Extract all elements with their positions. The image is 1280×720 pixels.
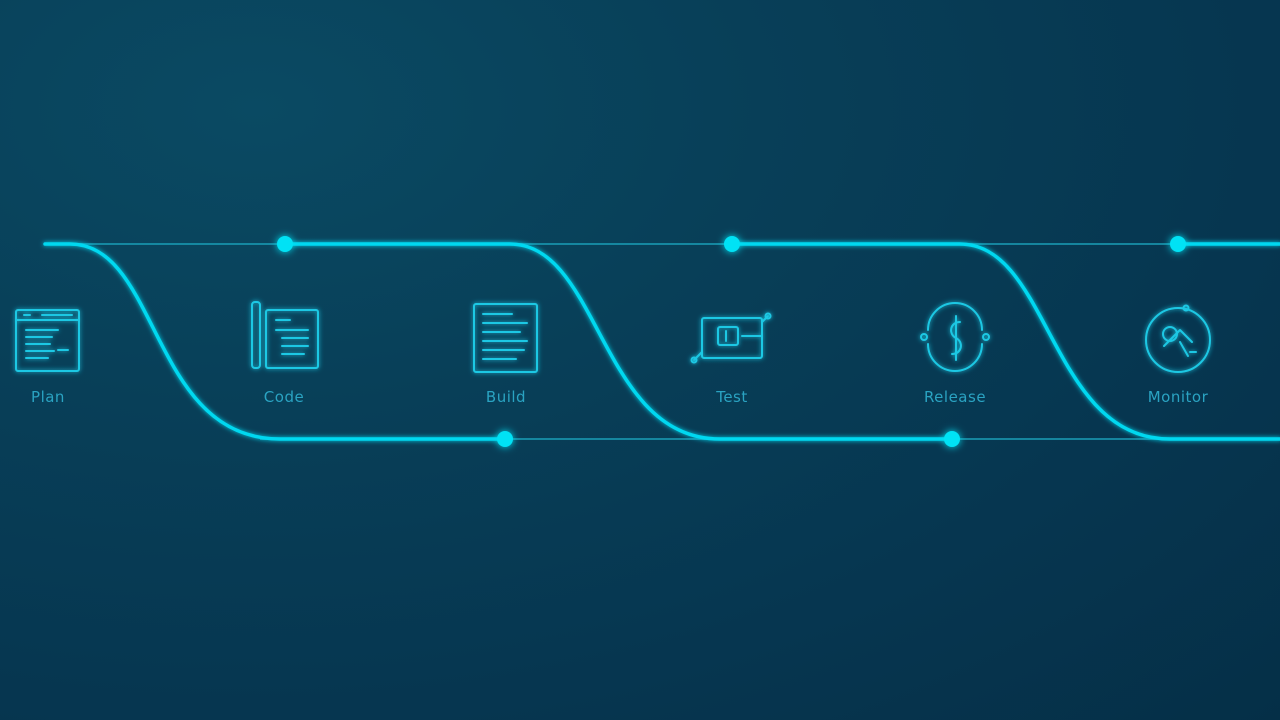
release-symbol-icon bbox=[920, 302, 990, 372]
node-top-2 bbox=[724, 236, 740, 252]
flow-path bbox=[43, 242, 1280, 441]
stage-label-release: Release bbox=[924, 388, 986, 406]
browser-window-icon bbox=[15, 309, 80, 372]
node-bottom-2 bbox=[944, 431, 960, 447]
document-list-icon bbox=[473, 303, 538, 373]
stage-label-code: Code bbox=[264, 388, 304, 406]
stage-label-build: Build bbox=[486, 388, 526, 406]
monitor-gauge-icon bbox=[1145, 304, 1211, 373]
stage-label-monitor: Monitor bbox=[1148, 388, 1209, 406]
document-with-pencil-icon bbox=[251, 301, 319, 369]
node-top-3 bbox=[1170, 236, 1186, 252]
node-top-1 bbox=[277, 236, 293, 252]
flow-nodes bbox=[277, 236, 1186, 447]
stage-label-plan: Plan bbox=[31, 388, 65, 406]
test-board-icon bbox=[690, 312, 772, 364]
node-bottom-1 bbox=[497, 431, 513, 447]
stage-label-test: Test bbox=[715, 388, 748, 406]
